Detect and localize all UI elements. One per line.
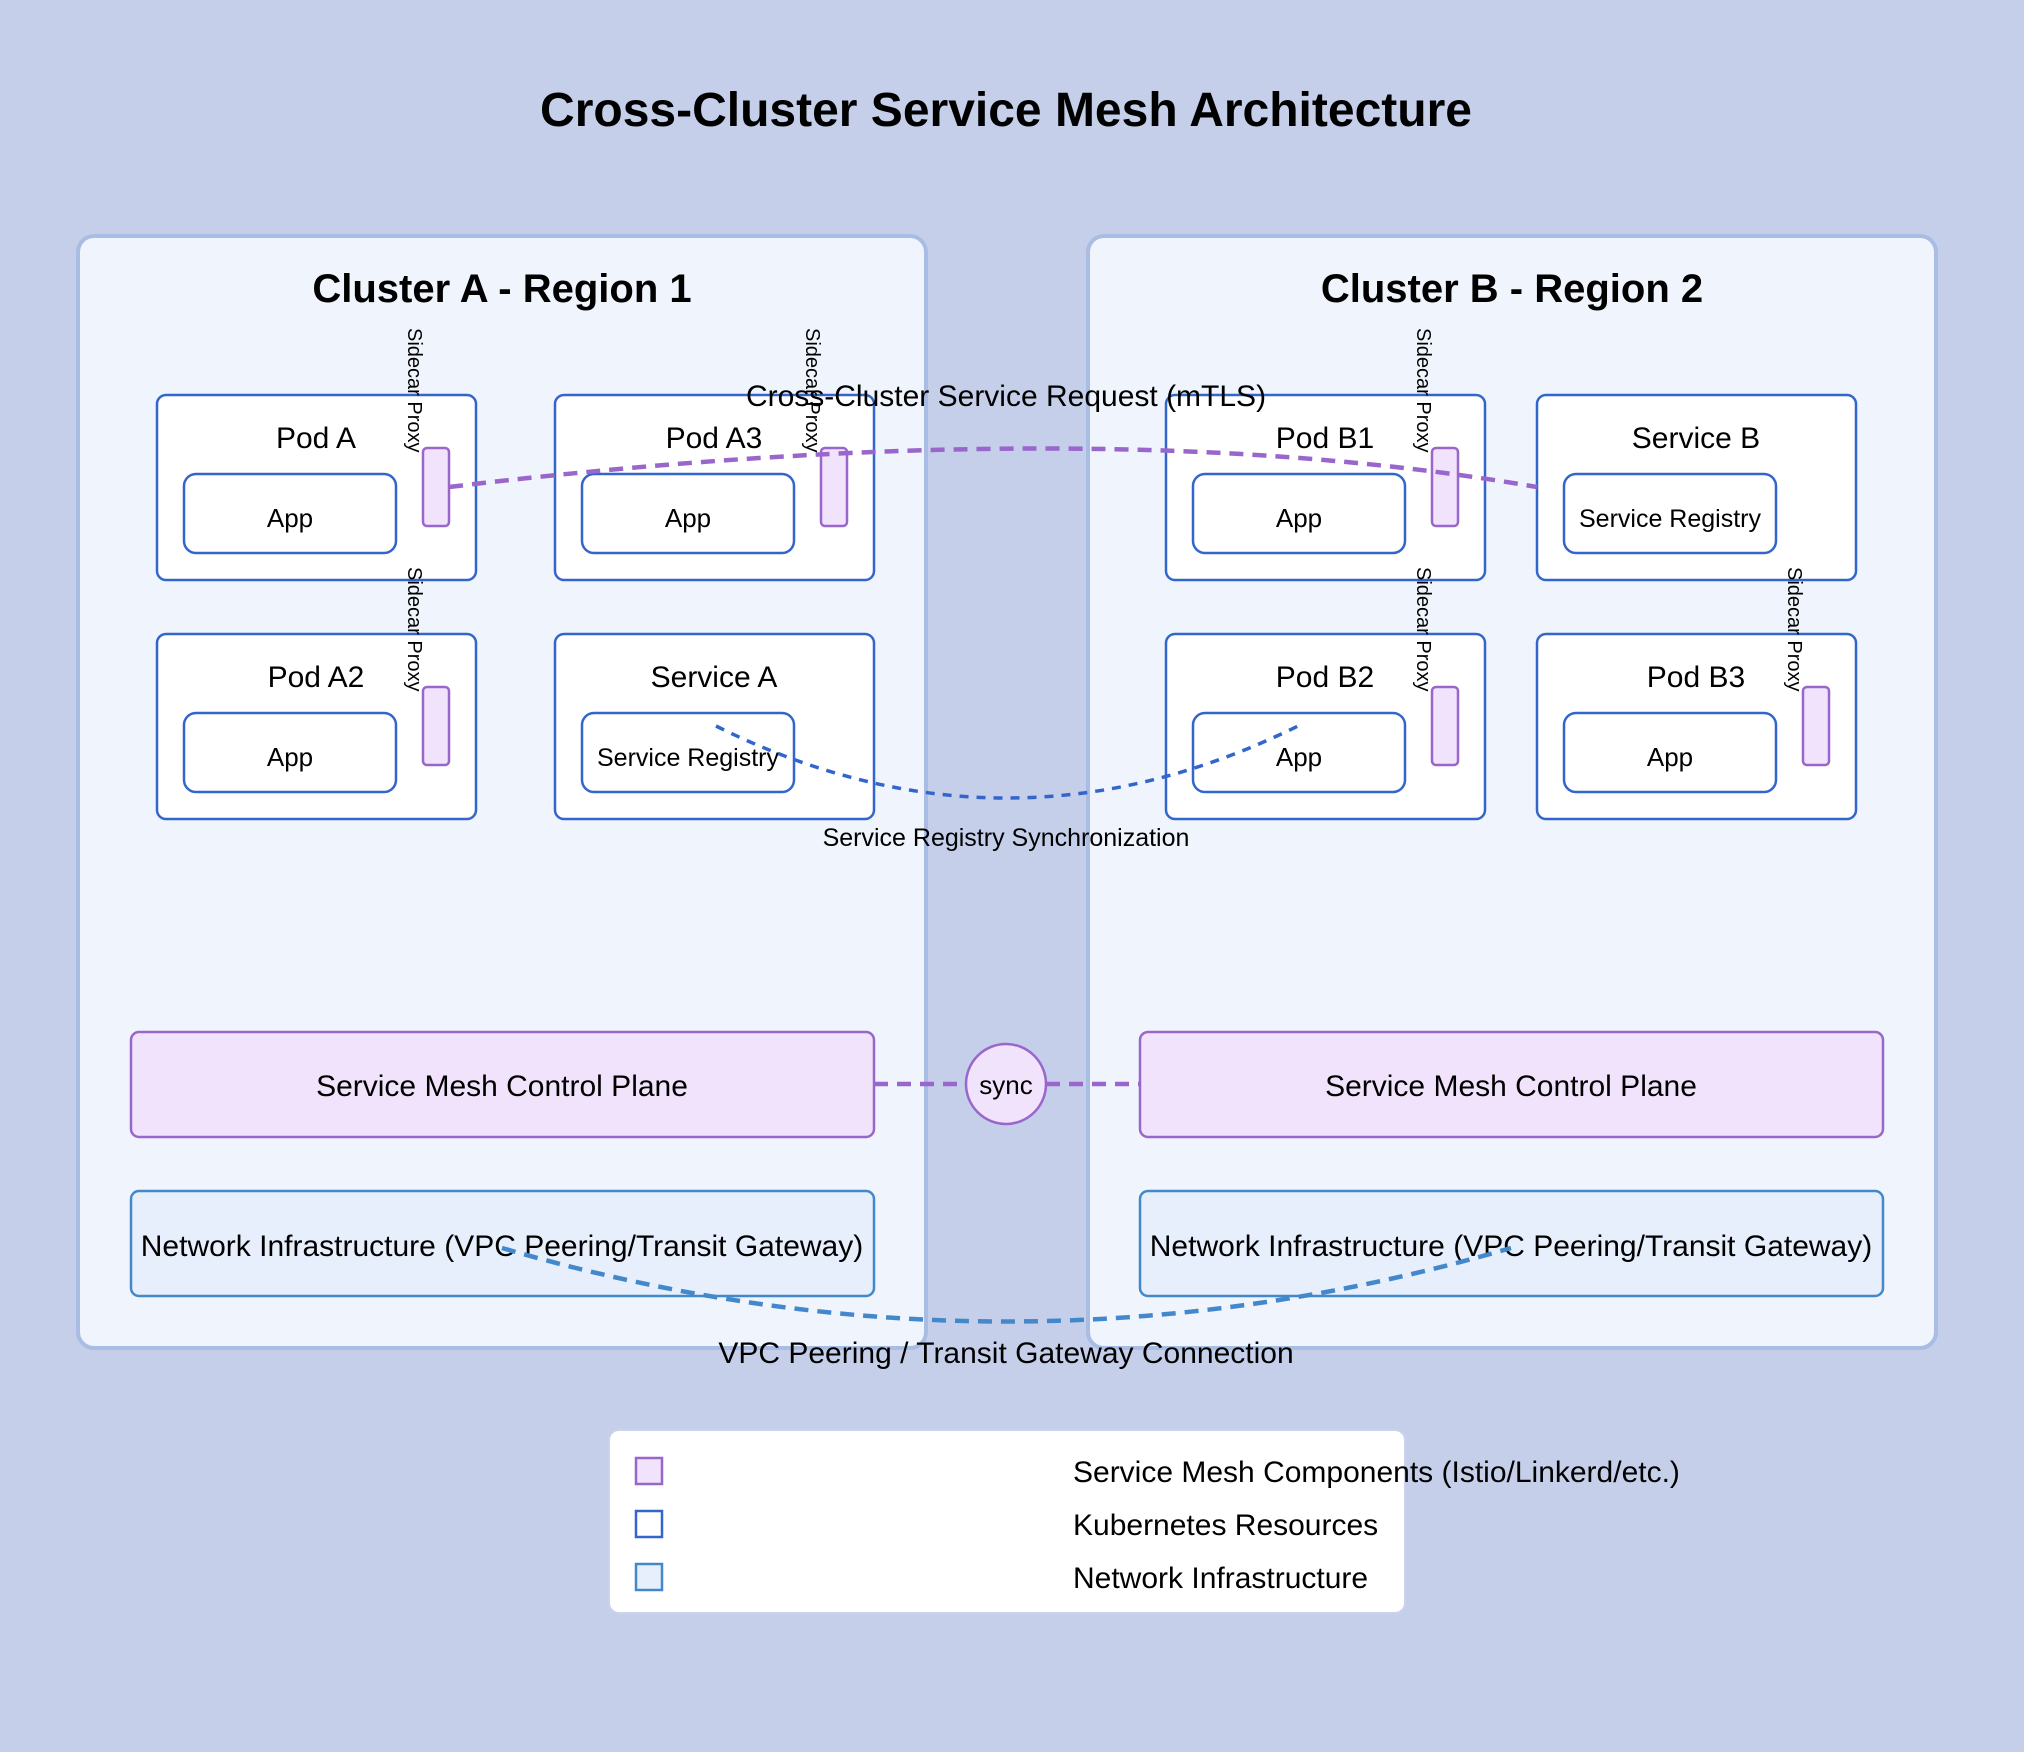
app-label: App — [267, 503, 313, 533]
legend-swatch-mesh — [634, 1456, 664, 1486]
sidecar-proxy — [1801, 685, 1831, 767]
sidecar-proxy — [421, 685, 451, 767]
control-plane-a-label: Service Mesh Control Plane — [316, 1070, 688, 1103]
pod-name: Pod B2 — [1276, 661, 1374, 694]
pod-name: Pod B3 — [1647, 661, 1745, 694]
sync-label: sync — [979, 1070, 1032, 1100]
registry-sync-connection — [715, 724, 1299, 800]
service-name: Service A — [651, 661, 778, 694]
app-box — [1191, 711, 1407, 794]
cluster-a: Cluster A - Region 1 Pod A App Sidecar P… — [76, 234, 928, 1350]
mtls-label: Cross-Cluster Service Request (mTLS) — [746, 380, 1266, 413]
pod-name: Pod A — [276, 422, 356, 455]
vpc-label: VPC Peering / Transit Gateway Connection — [718, 1337, 1293, 1370]
sidecar-label: Sidecar Proxy — [403, 328, 425, 453]
sidecar-proxy — [1430, 446, 1460, 528]
sidecar-label: Sidecar Proxy — [403, 567, 425, 692]
legend-box — [608, 1429, 1406, 1614]
cluster-b: Cluster B - Region 2 Pod B1 App Sidecar … — [1086, 234, 1938, 1350]
app-label: App — [665, 503, 711, 533]
app-box — [580, 472, 796, 555]
service-name: Service B — [1632, 422, 1760, 455]
network-infra-b — [1138, 1189, 1885, 1298]
network-infra-a-label: Network Infrastructure (VPC Peering/Tran… — [141, 1230, 863, 1263]
pod-a2: Pod A2 App Sidecar Proxy — [155, 567, 478, 821]
app-box — [1562, 711, 1778, 794]
app-label: App — [1276, 742, 1322, 772]
sidecar-label: Sidecar Proxy — [1412, 328, 1434, 453]
vpc-connection — [501, 1245, 1512, 1324]
sidecar-proxy — [819, 446, 849, 528]
service-a: Service A Service Registry — [553, 632, 876, 821]
service-registry-label: Service Registry — [597, 744, 779, 772]
sidecar-proxy — [421, 446, 451, 528]
legend-label: Kubernetes Resources — [1073, 1509, 1378, 1542]
legend-label: Network Infrastructure — [1073, 1562, 1368, 1595]
control-plane-b-label: Service Mesh Control Plane — [1325, 1070, 1697, 1103]
registry-sync-label: Service Registry Synchronization — [823, 824, 1190, 852]
sidecar-proxy — [1430, 685, 1460, 767]
pod-name: Pod B1 — [1276, 422, 1374, 455]
legend: Service Mesh Components (Istio/Linkerd/e… — [608, 1429, 1680, 1614]
pod-a3: Pod A3 App Sidecar Proxy — [553, 328, 876, 582]
pod-name: Pod A2 — [268, 661, 365, 694]
app-box — [1191, 472, 1407, 555]
mtls-connection — [448, 446, 1538, 490]
diagram-title: Cross-Cluster Service Mesh Architecture — [540, 84, 1472, 137]
pod-b3: Pod B3 App Sidecar Proxy — [1535, 567, 1858, 821]
app-label: App — [267, 742, 313, 772]
service-registry-box — [1562, 472, 1778, 555]
cluster-a-title: Cluster A - Region 1 — [312, 267, 691, 311]
network-infra-a — [129, 1189, 876, 1298]
service-registry-label: Service Registry — [1579, 505, 1761, 533]
pod-name: Pod A3 — [666, 422, 763, 455]
service-registry-box — [580, 711, 796, 794]
sync-node — [964, 1042, 1048, 1126]
app-box — [182, 711, 398, 794]
sidecar-label: Sidecar Proxy — [1783, 567, 1805, 692]
sidecar-label: Sidecar Proxy — [801, 328, 823, 453]
cluster-b-title: Cluster B - Region 2 — [1321, 267, 1703, 311]
network-infra-b-label: Network Infrastructure (VPC Peering/Tran… — [1150, 1230, 1872, 1263]
service-b: Service B Service Registry — [1535, 393, 1858, 582]
sidecar-label: Sidecar Proxy — [1412, 567, 1434, 692]
pod-b1: Pod B1 App Sidecar Proxy — [1164, 328, 1487, 582]
legend-label: Service Mesh Components (Istio/Linkerd/e… — [1073, 1456, 1680, 1489]
pod-a: Pod A App Sidecar Proxy — [155, 328, 478, 582]
legend-swatch-k8s — [634, 1509, 664, 1539]
app-box — [182, 472, 398, 555]
app-label: App — [1647, 742, 1693, 772]
pod-b2: Pod B2 App Sidecar Proxy — [1164, 567, 1487, 821]
app-label: App — [1276, 503, 1322, 533]
legend-swatch-network — [634, 1562, 664, 1592]
